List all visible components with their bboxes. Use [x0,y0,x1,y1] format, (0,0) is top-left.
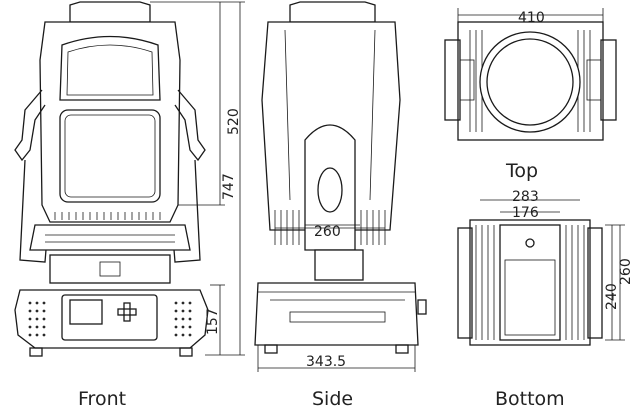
dim-outer-width: 283 [512,189,539,205]
caption-side: Side [312,388,354,410]
dim-base-height: 157 [205,308,221,335]
caption-bottom: Bottom [495,388,565,410]
dim-depth-b: 260 [618,258,630,285]
bottom-view: 283 176 240 260 [457,189,630,346]
front-view: 520 747 157 [14,1,245,357]
dim-total-height: 747 [221,173,237,200]
dim-head-height: 520 [226,108,242,135]
caption-front: Front [78,388,127,410]
dim-yoke-width: 260 [314,224,341,240]
dim-depth-a: 240 [604,283,620,310]
side-view: 260 343.5 [254,1,427,372]
top-view: 410 [444,8,617,141]
dim-base-width: 343.5 [306,354,346,370]
dim-inner-width: 176 [512,205,539,221]
caption-top: Top [506,160,539,182]
